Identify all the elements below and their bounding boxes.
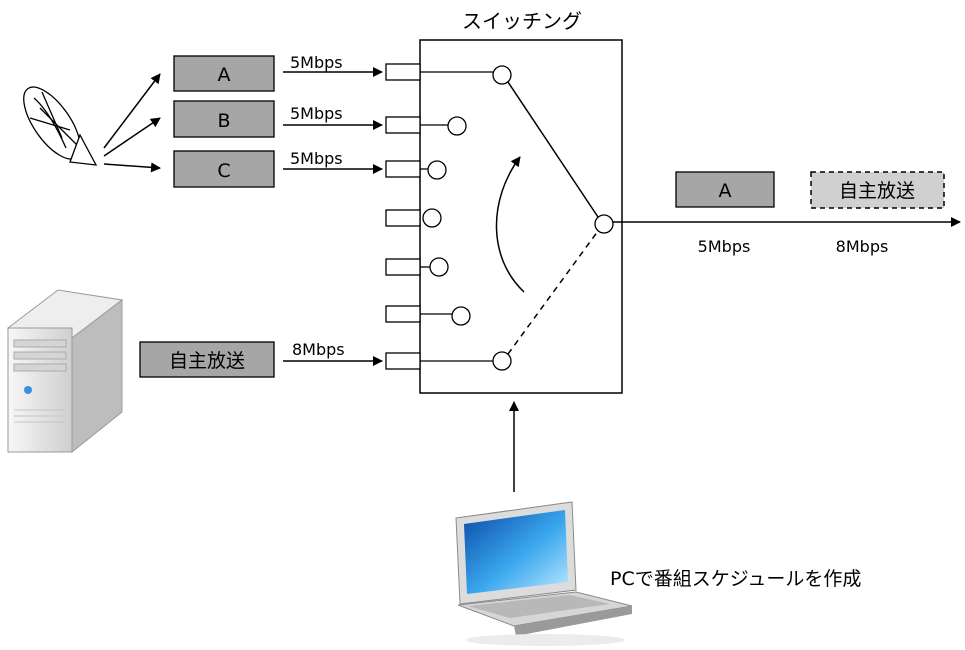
output-box-next [810,171,945,209]
switch-ports [385,63,421,370]
input-box-a [173,55,275,92]
switching-title: スイッチング [462,9,582,33]
switch-arm-active [507,81,599,218]
switch-pivot [594,214,614,234]
satellite-dish-icon [23,86,98,166]
port-2 [385,116,421,134]
input-jishu-label: 自主放送 [169,350,245,372]
laptop-icon [455,501,633,646]
rate-label-jishu: 8Mbps [292,340,345,359]
dish-arrow-c [103,162,161,173]
input-a-label: A [218,64,231,86]
port-1 [385,63,421,81]
dish-arrow-a [103,73,161,149]
switch-arm-next [507,230,599,355]
port-6 [385,305,421,323]
rotation-arrow [495,156,525,293]
port-3 [385,160,421,178]
input-c-label: C [217,160,230,182]
switching-unit [419,39,623,394]
output-next-label: 自主放送 [839,180,915,202]
input-b-label: B [217,110,230,132]
input-box-jishu [139,341,275,378]
output-live-label: A [719,180,732,202]
dish-arrow-b [103,117,161,157]
input-box-b [173,100,275,138]
input-box-c [173,150,275,188]
rate-label-c: 5Mbps [290,149,343,168]
port-7 [385,352,421,370]
server-icon [6,289,124,454]
port-5 [385,258,421,276]
switch-contacts [420,65,512,371]
output-box-live [675,171,775,208]
output-rate-next: 8Mbps [836,237,889,256]
pc-caption: PCで番組スケジュールを作成 [610,568,861,590]
rate-label-b: 5Mbps [290,104,343,123]
output-rate-live: 5Mbps [698,237,751,256]
port-4 [385,209,421,227]
rate-label-a: 5Mbps [290,53,343,72]
